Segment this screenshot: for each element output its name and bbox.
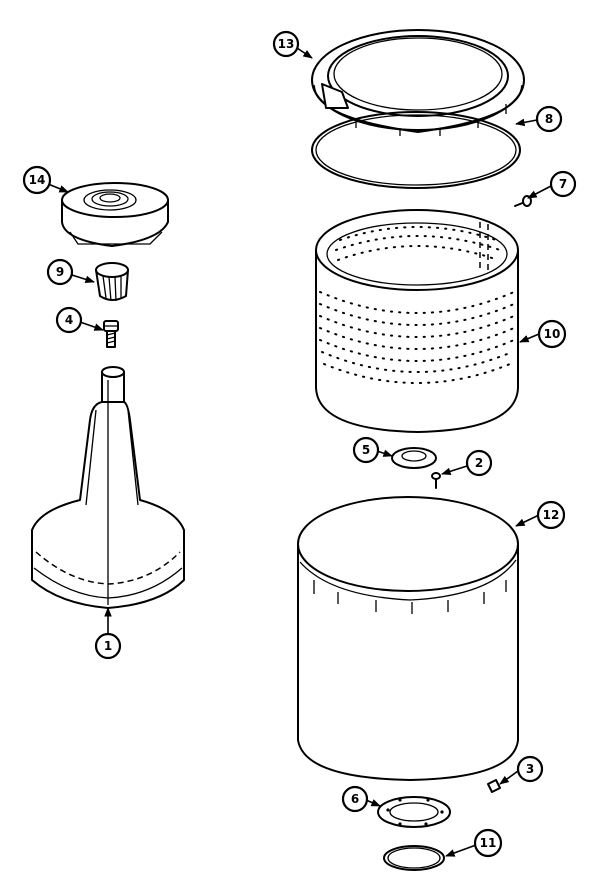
callout-4: 4 — [55, 306, 83, 334]
leader-lines — [47, 47, 552, 857]
hub-flange-part — [377, 796, 451, 828]
screw-part-3 — [487, 779, 501, 793]
callout-13-label: 13 — [278, 37, 295, 51]
agitator-cap-part — [61, 182, 169, 247]
callout-6: 6 — [341, 785, 369, 813]
callout-1: 1 — [94, 632, 122, 660]
agitator-part — [31, 366, 185, 609]
callout-5-label: 5 — [362, 443, 370, 457]
callout-2: 2 — [465, 449, 493, 477]
callout-7: 7 — [549, 170, 577, 198]
tub-ring-part — [311, 29, 525, 136]
agitator-nut-part — [95, 262, 129, 302]
callout-12: 12 — [536, 500, 566, 530]
callout-7-label: 7 — [559, 177, 567, 191]
outer-tub-part — [297, 496, 519, 781]
ring-gasket-part — [311, 111, 521, 189]
screw-part-2 — [431, 472, 441, 489]
agitator-bolt-part — [103, 320, 119, 348]
seal-part — [391, 447, 437, 469]
callout-2-label: 2 — [475, 456, 483, 470]
callout-14-label: 14 — [29, 173, 46, 187]
callout-3-label: 3 — [526, 762, 534, 776]
callout-4-label: 4 — [65, 313, 73, 327]
callout-8: 8 — [535, 105, 563, 133]
callout-1-label: 1 — [104, 639, 112, 653]
callout-5: 5 — [352, 436, 380, 464]
callout-6-label: 6 — [351, 792, 359, 806]
callout-14: 14 — [22, 165, 52, 195]
callout-11-label: 11 — [480, 836, 497, 850]
callout-9-label: 9 — [56, 265, 64, 279]
callout-10-label: 10 — [544, 327, 561, 341]
callout-12-label: 12 — [543, 508, 560, 522]
callout-8-label: 8 — [545, 112, 553, 126]
callout-10: 10 — [537, 319, 567, 349]
spin-basket-part — [315, 209, 519, 433]
callout-9: 9 — [46, 258, 74, 286]
callout-13: 13 — [272, 30, 300, 58]
callout-11: 11 — [473, 828, 503, 858]
o-ring-part — [383, 845, 445, 871]
screw-part-7 — [514, 195, 532, 207]
callout-3: 3 — [516, 755, 544, 783]
